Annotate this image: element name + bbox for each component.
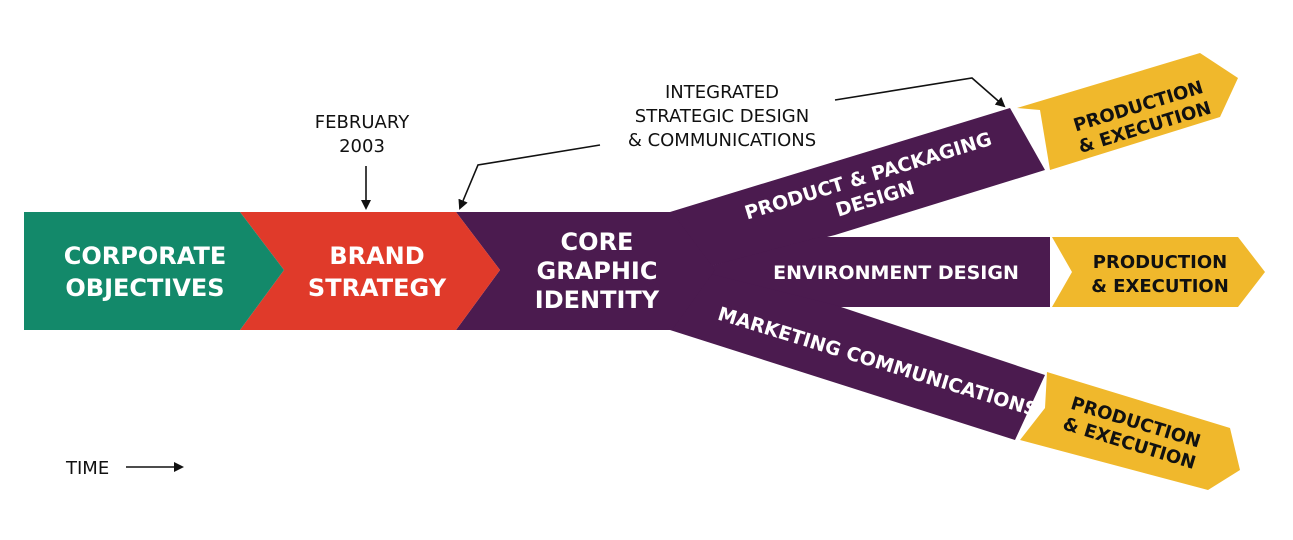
production-middle-line-1: PRODUCTION xyxy=(1093,252,1227,273)
stage-corporate-label: CORPORATE OBJECTIVES xyxy=(64,242,226,302)
production-arrow-middle xyxy=(1052,237,1265,307)
branch-environment-band xyxy=(695,237,1050,307)
integrated-line-2: STRATEGIC DESIGN xyxy=(635,106,809,127)
production-middle-line-2: & EXECUTION xyxy=(1091,276,1229,297)
integrated-arrow-left xyxy=(458,144,601,210)
production-label-middle: PRODUCTION & EXECUTION xyxy=(1091,252,1229,297)
core-label-line-2: GRAPHIC xyxy=(537,257,658,285)
branch-product-band xyxy=(670,108,1045,270)
brand-label-line-1: BRAND xyxy=(329,242,424,270)
production-arrow-top xyxy=(1017,53,1238,170)
time-label: TIME xyxy=(65,458,109,479)
february-annotation: FEBRUARY 2003 xyxy=(315,112,410,210)
stage-brand-label: BRAND STRATEGY xyxy=(308,242,447,302)
core-label-line-3: IDENTITY xyxy=(535,286,660,314)
core-label-line-1: CORE xyxy=(561,228,634,256)
stage-core-graphic-identity xyxy=(456,212,715,330)
integrated-line-3: & COMMUNICATIONS xyxy=(628,130,816,151)
stage-corporate-objectives xyxy=(24,212,284,330)
corporate-label-line-2: OBJECTIVES xyxy=(65,274,224,302)
integrated-arrow-right xyxy=(834,77,1006,108)
corporate-label-line-1: CORPORATE xyxy=(64,242,226,270)
time-annotation: TIME xyxy=(65,458,184,479)
february-line-1: FEBRUARY xyxy=(315,112,410,133)
stage-brand-strategy xyxy=(240,212,500,330)
branch-marketing-band xyxy=(670,270,1045,440)
branch-environment-label: ENVIRONMENT DESIGN xyxy=(773,262,1019,284)
february-line-2: 2003 xyxy=(339,136,385,157)
stage-core-label: CORE GRAPHIC IDENTITY xyxy=(535,228,660,314)
brand-label-line-2: STRATEGY xyxy=(308,274,447,302)
integrated-line-1: INTEGRATED xyxy=(665,82,779,103)
production-arrow-bottom xyxy=(1020,372,1240,490)
integrated-annotation: INTEGRATED STRATEGIC DESIGN & COMMUNICAT… xyxy=(458,77,1006,210)
